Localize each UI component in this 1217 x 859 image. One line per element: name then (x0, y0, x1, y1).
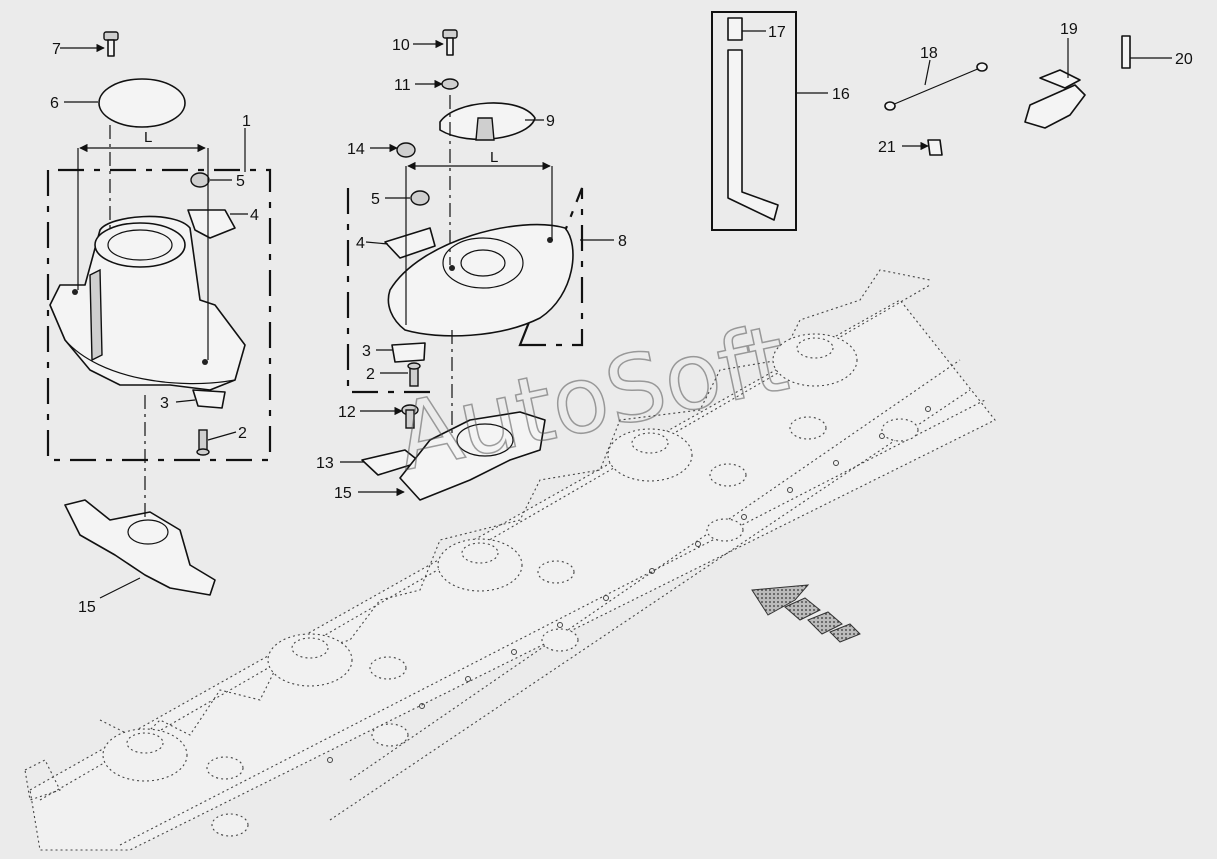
callout-6: 6 (50, 95, 59, 112)
bar-hole (787, 487, 793, 493)
callout-3a: 3 (160, 395, 169, 412)
cutter-stud (371, 723, 409, 747)
callout-7: 7 (52, 41, 61, 58)
skid-15-middle (399, 411, 546, 501)
bar-hole (603, 595, 609, 601)
callout-1: 1 (242, 113, 251, 130)
callout-4a: 4 (250, 207, 259, 224)
cover-plate (98, 78, 186, 128)
bolt-7 (103, 31, 119, 57)
callout-5a: 5 (236, 173, 245, 190)
callout-2b: 2 (366, 366, 375, 383)
cutter-hub-cap (461, 542, 499, 564)
wrench-tool (727, 17, 779, 221)
cutter-stud (789, 416, 827, 440)
dimension-label-middle: L (490, 149, 498, 166)
callout-16: 16 (832, 86, 850, 103)
cutter-stud (706, 518, 744, 542)
nut-5-middle (410, 190, 430, 206)
bar-hole (741, 514, 747, 520)
nut-14 (396, 142, 416, 158)
callout-13: 13 (316, 455, 334, 472)
clip-3-middle (391, 342, 426, 363)
bar-hole (925, 406, 931, 412)
dimension-label-left: L (144, 129, 152, 146)
callout-8: 8 (618, 233, 627, 250)
callout-15a: 15 (78, 599, 96, 616)
bar-hole (327, 757, 333, 763)
cutter-hub (437, 538, 523, 592)
cutter-hub-cap (126, 732, 164, 754)
clip-3-left (192, 389, 226, 409)
callout-12: 12 (338, 404, 356, 421)
middle-group-frame (346, 187, 584, 394)
cutter-hub (267, 633, 353, 687)
screw-2-left (196, 429, 210, 456)
cutter-hub-cap (796, 337, 834, 359)
bar-hole (465, 676, 471, 682)
callout-5b: 5 (371, 191, 380, 208)
callout-19: 19 (1060, 21, 1078, 38)
callout-4b: 4 (356, 235, 365, 252)
cutter-stud (709, 463, 747, 487)
cutter-bar (24, 269, 996, 851)
cutting-disc (387, 223, 574, 337)
callout-2a: 2 (238, 425, 247, 442)
right-group-frame (711, 11, 797, 231)
bar-hole (511, 649, 517, 655)
cutter-stud (541, 628, 579, 652)
callout-labels: 7 6 1 5 4 3 2 15 10 11 9 14 5 4 8 3 2 12… (50, 21, 1193, 616)
cutter-stud (206, 756, 244, 780)
direction-arrow (751, 584, 861, 643)
callout-18: 18 (920, 45, 938, 62)
bolt-10 (442, 29, 458, 56)
cutter-stud (881, 418, 919, 442)
hub-cap (439, 102, 536, 141)
callout-20: 20 (1175, 51, 1193, 68)
bar-hole (419, 703, 425, 709)
skid-15-left (64, 499, 216, 596)
bracket-4-left (187, 209, 236, 239)
nut-5-left (190, 172, 210, 188)
cutter-stud (369, 656, 407, 680)
clip-21 (927, 139, 943, 156)
bar-hole (879, 433, 885, 439)
clamp-19 (1024, 84, 1086, 129)
bar-hole (833, 460, 839, 466)
cutter-stud (211, 813, 249, 837)
callout-9: 9 (546, 113, 555, 130)
bar-hole (557, 622, 563, 628)
bar-hole (695, 541, 701, 547)
screw-2-middle (407, 362, 421, 387)
callout-15b: 15 (334, 485, 352, 502)
callout-14: 14 (347, 141, 365, 158)
cutter-hub (772, 333, 858, 387)
cutter-hub-cap (291, 637, 329, 659)
leader-lines (60, 30, 1172, 599)
bar-hole (649, 568, 655, 574)
callout-11: 11 (394, 77, 411, 94)
cutter-hub (607, 428, 693, 482)
callout-10: 10 (392, 37, 410, 54)
callout-17: 17 (768, 24, 786, 41)
callout-21: 21 (878, 139, 896, 156)
cutter-stud (537, 560, 575, 584)
cable-18 (891, 67, 981, 106)
washer-11 (441, 78, 459, 90)
cutter-hub-cap (631, 432, 669, 454)
bracket-4-middle (384, 227, 436, 259)
left-group-frame (46, 168, 272, 462)
callout-3b: 3 (362, 343, 371, 360)
drum-hood (49, 215, 246, 391)
pin-20 (1121, 35, 1131, 69)
cutter-hub (102, 728, 188, 782)
